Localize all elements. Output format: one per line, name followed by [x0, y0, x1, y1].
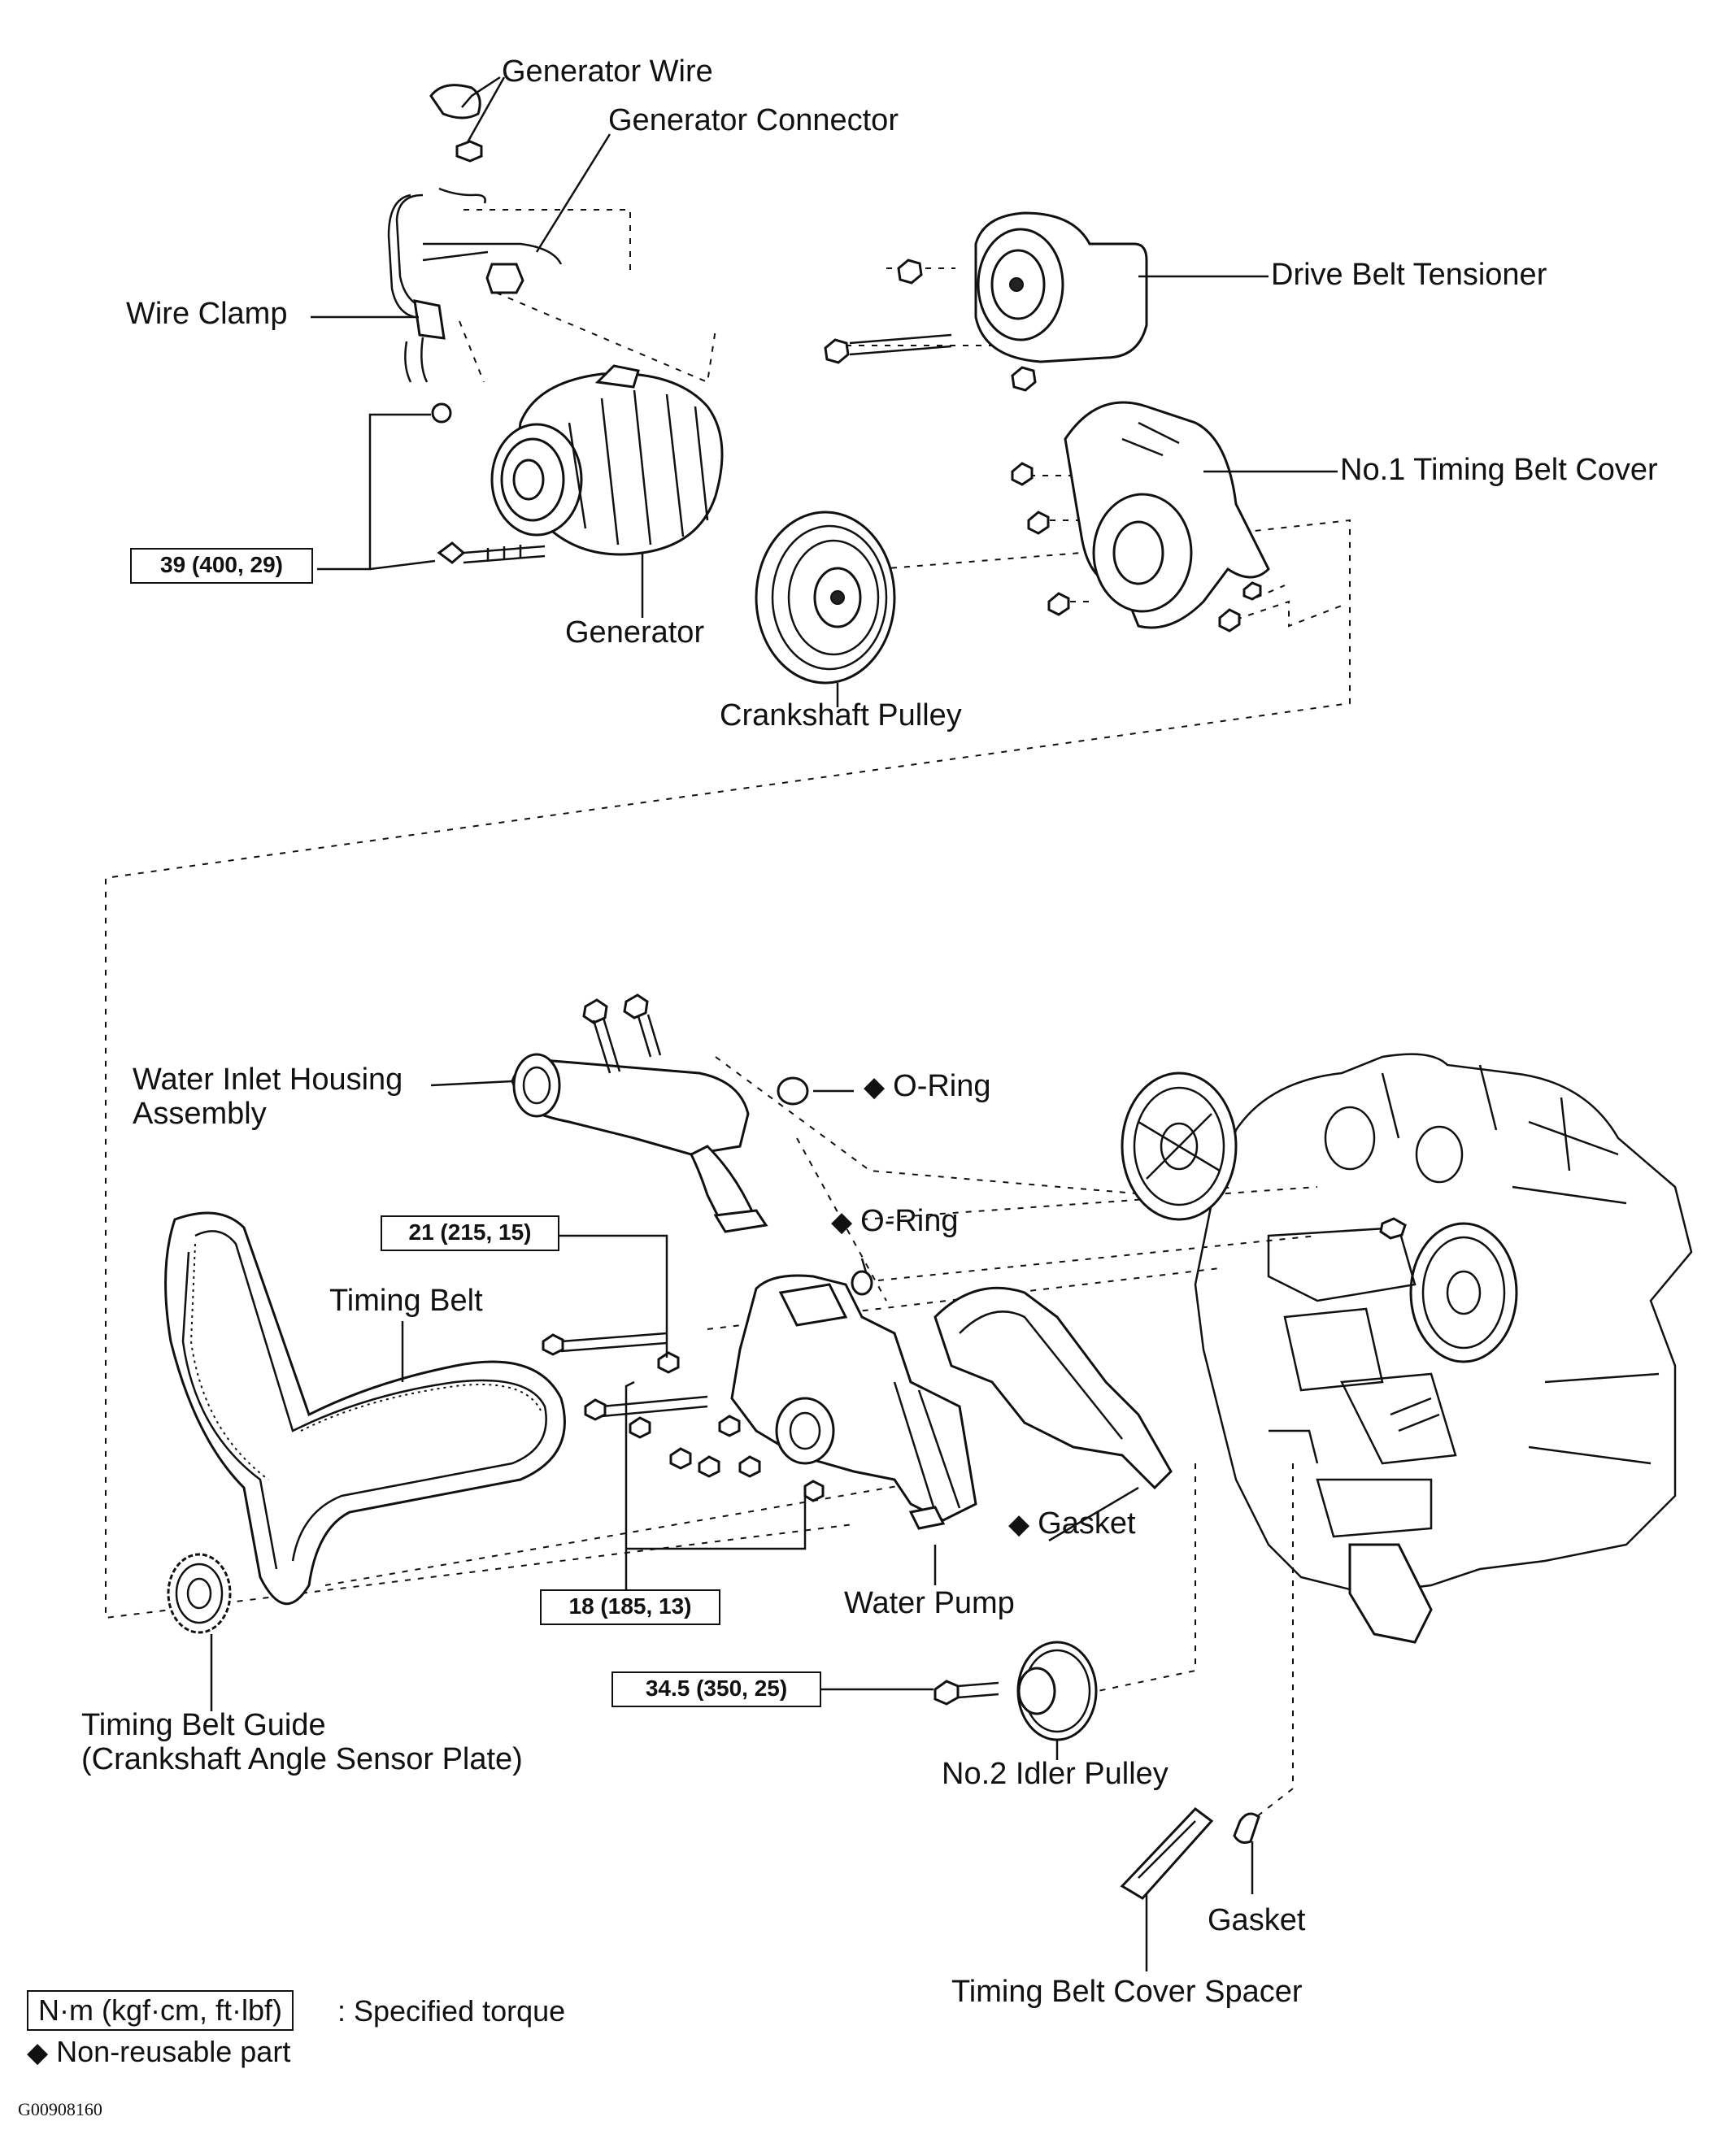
label-no2-idler-pulley: No.2 Idler Pulley — [942, 1757, 1168, 1791]
nonreusable-diamond-icon: ◆ — [1008, 1509, 1030, 1540]
legend-nonreusable: ◆Non-reusable part — [27, 2034, 290, 2071]
water-pump-gasket-part — [933, 1286, 1173, 1490]
figure-code: G00908160 — [18, 2099, 102, 2119]
crankshaft-pulley-part — [755, 511, 896, 685]
o-ring-1-text: O-Ring — [893, 1069, 991, 1103]
engine-block-part — [1121, 1053, 1693, 1644]
timing-belt-cover-spacer-part — [1120, 1806, 1260, 1900]
legend-torque-unit: N·m (kgf·cm, ft·lbf) — [27, 1990, 294, 2031]
water-pump-part — [542, 1274, 977, 1530]
nonreusable-diamond-icon: ◆ — [27, 2037, 49, 2068]
timing-belt-part — [164, 1211, 566, 1606]
label-drive-belt-tensioner: Drive Belt Tensioner — [1271, 258, 1547, 292]
nonreusable-diamond-icon: ◆ — [864, 1071, 886, 1102]
nonreusable-diamond-icon: ◆ — [831, 1206, 853, 1237]
upper-dashed-lines — [105, 209, 1351, 1619]
no1-timing-belt-cover-part — [1011, 401, 1270, 632]
label-generator-connector: Generator Connector — [608, 103, 899, 137]
legend-torque-desc: : Specified torque — [337, 1994, 566, 2028]
label-water-pump: Water Pump — [844, 1586, 1015, 1620]
water-inlet-housing-part — [511, 993, 873, 1296]
torque-box-generator: 39 (400, 29) — [130, 548, 313, 584]
o-ring-2-text: O-Ring — [860, 1204, 959, 1238]
label-crankshaft-pulley: Crankshaft Pulley — [720, 698, 962, 732]
gasket-1-text: Gasket — [1038, 1506, 1136, 1541]
generator-wire-part — [387, 84, 563, 383]
torque-box-water-pump-upper: 21 (215, 15) — [381, 1215, 559, 1251]
label-generator: Generator — [565, 615, 705, 650]
label-gasket-1: ◆ Gasket — [1008, 1506, 1136, 1542]
leader-lines — [210, 76, 1338, 1971]
generator-part — [431, 364, 724, 564]
torque-box-water-pump-lower: 18 (185, 13) — [540, 1589, 720, 1625]
label-water-inlet-housing-line1: Water Inlet Housing — [133, 1063, 403, 1097]
label-o-ring-2: ◆O-Ring — [831, 1203, 959, 1240]
label-timing-belt-cover-spacer: Timing Belt Cover Spacer — [951, 1975, 1303, 2009]
lower-dashed-lines — [324, 1056, 1318, 1818]
no2-idler-pulley-part — [933, 1641, 1098, 1741]
timing-belt-guide-part — [167, 1553, 232, 1634]
label-gasket-2: Gasket — [1208, 1903, 1306, 1937]
label-no1-timing-belt-cover: No.1 Timing Belt Cover — [1340, 453, 1658, 487]
label-timing-belt-guide-line1: Timing Belt Guide — [81, 1708, 326, 1742]
label-generator-wire: Generator Wire — [502, 54, 713, 89]
drive-belt-tensioner-part — [824, 211, 1148, 392]
label-wire-clamp: Wire Clamp — [126, 297, 288, 331]
label-timing-belt-guide-line2: (Crankshaft Angle Sensor Plate) — [81, 1742, 523, 1776]
torque-box-idler-pulley: 34.5 (350, 25) — [611, 1671, 821, 1707]
label-water-inlet-housing-line2: Assembly — [133, 1097, 267, 1131]
label-o-ring-1: ◆O-Ring — [864, 1068, 991, 1105]
label-timing-belt: Timing Belt — [329, 1284, 483, 1318]
legend-nonreusable-text: Non-reusable part — [56, 2035, 291, 2068]
